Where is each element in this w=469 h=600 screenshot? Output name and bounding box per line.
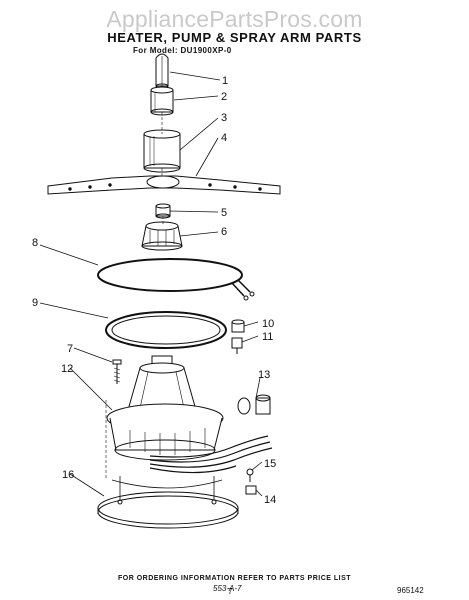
reference-code: 553-A-7 — [213, 584, 242, 593]
page-title: HEATER, PUMP & SPRAY ARM PARTS — [107, 30, 362, 45]
part-1-nozzle — [155, 53, 169, 89]
model-label: For Model: DU1900XP-0 — [133, 46, 232, 55]
callout-11: 11 — [262, 331, 273, 343]
part-6-impeller — [141, 221, 183, 251]
callout-4: 4 — [221, 132, 227, 144]
part-3-sleeve — [143, 129, 181, 173]
callout-5: 5 — [221, 207, 227, 219]
callout-2: 2 — [221, 91, 227, 103]
callout-9: 9 — [32, 297, 38, 309]
callout-3: 3 — [221, 112, 227, 124]
part-14-connector — [245, 485, 257, 495]
part-11-fitting — [231, 337, 243, 354]
part-15-connector — [246, 468, 254, 482]
callout-14: 14 — [264, 494, 276, 506]
callout-10: 10 — [262, 318, 274, 330]
page-number: 7 — [228, 587, 233, 596]
part-4-spray-arm — [47, 175, 281, 195]
part-16-base — [97, 476, 239, 529]
callout-8: 8 — [32, 237, 38, 249]
part-8-heater-element — [97, 258, 255, 301]
footer-note: FOR ORDERING INFORMATION REFER TO PARTS … — [117, 575, 352, 582]
leader-lines — [39, 71, 263, 497]
callout-7: 7 — [67, 343, 73, 355]
wiring-harness — [149, 435, 273, 474]
callout-13: 13 — [258, 369, 270, 381]
part-9-seal-ring — [105, 311, 227, 349]
callouts: 1 2 3 4 5 6 7 8 9 10 11 12 13 14 15 16 — [32, 75, 276, 506]
callout-1: 1 — [222, 75, 228, 87]
part-5-hub — [155, 203, 171, 219]
part-10-fitting — [231, 319, 245, 333]
watermark: AppliancePartsPros.com — [106, 6, 363, 32]
part-12-pump-housing — [106, 355, 224, 461]
callout-6: 6 — [221, 226, 227, 238]
part-13-clamp — [237, 394, 271, 415]
part-7-screw — [112, 359, 122, 384]
callout-16: 16 — [62, 469, 74, 481]
part-2-collar — [150, 86, 174, 116]
callout-15: 15 — [264, 458, 276, 470]
diagram-id: 965142 — [397, 586, 424, 595]
callout-12: 12 — [61, 363, 73, 375]
